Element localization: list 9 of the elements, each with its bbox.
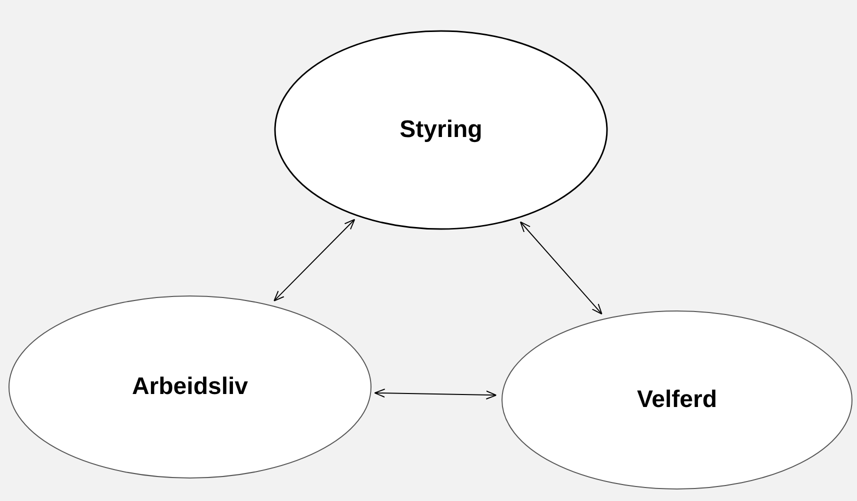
ellipse-node [274, 30, 608, 230]
node-label: Styring [400, 115, 482, 145]
ellipse-node [8, 295, 372, 479]
double-arrow [520, 221, 602, 315]
double-arrow [374, 388, 497, 400]
double-arrow [274, 218, 356, 302]
node-label: Velferd [636, 385, 718, 415]
ellipse-node [501, 310, 853, 490]
node-label: Arbeidsliv [132, 372, 248, 402]
